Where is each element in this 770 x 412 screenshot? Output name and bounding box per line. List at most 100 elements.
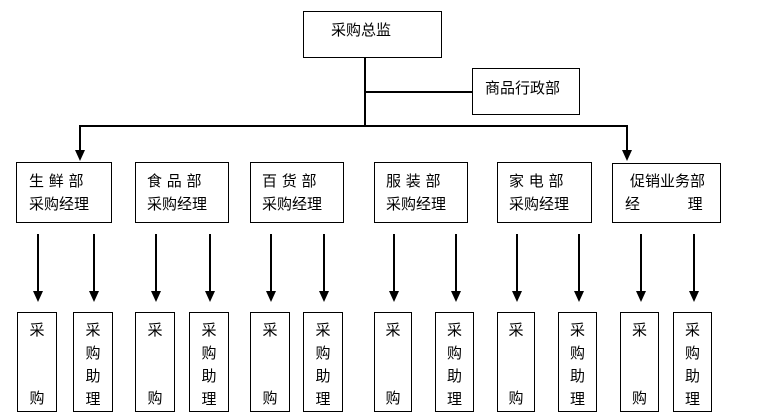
arrow-down-icon [689, 291, 699, 302]
assistant-char: 理 [201, 390, 217, 408]
staff-char: 购 [508, 389, 524, 407]
arrow-down-icon [636, 291, 646, 302]
admin-box: 商品行政部 [472, 68, 580, 115]
assistant-char: 购 [446, 344, 462, 362]
assistant-box: 采购助理 [558, 312, 597, 412]
arrow-down-icon [75, 150, 85, 161]
assistant-char: 理 [446, 390, 462, 408]
staff-char: 采 [147, 321, 163, 339]
right-drop-line [626, 125, 628, 151]
dept-name: 生 鲜 部 [29, 172, 84, 190]
connector-line [323, 234, 325, 292]
assistant-char: 理 [569, 390, 585, 408]
admin-connector [364, 91, 473, 93]
assistant-char: 助 [446, 367, 462, 385]
connector-line [516, 234, 518, 292]
assistant-char: 采 [446, 321, 462, 339]
assistant-char: 助 [315, 367, 331, 385]
assistant-char: 采 [684, 321, 700, 339]
dept-role: 采购经理 [509, 195, 570, 213]
arrow-down-icon [33, 291, 43, 302]
assistant-box: 采购助理 [73, 312, 113, 412]
assistant-box: 采购助理 [189, 312, 229, 412]
dept-box-general: 百 货 部 采购经理 [250, 162, 344, 223]
connector-line [693, 234, 695, 292]
connector-line [640, 234, 642, 292]
arrow-down-icon [319, 291, 329, 302]
arrow-down-icon [266, 291, 276, 302]
staff-char: 购 [147, 389, 163, 407]
staff-char: 购 [29, 389, 45, 407]
assistant-box: 采购助理 [673, 312, 712, 412]
left-drop-line [79, 125, 81, 151]
dept-name: 百 货 部 [262, 172, 317, 190]
arrow-down-icon [151, 291, 161, 302]
assistant-box: 采购助理 [435, 312, 474, 412]
assistant-char: 采 [85, 321, 101, 339]
assistant-char: 助 [684, 367, 700, 385]
director-box: 采购总监 [303, 11, 442, 58]
dept-box-promotion: 促销业务部 经 理 [612, 163, 721, 223]
assistant-char: 理 [684, 390, 700, 408]
assistant-char: 助 [85, 367, 101, 385]
staff-char: 购 [262, 389, 278, 407]
arrow-down-icon [89, 291, 99, 302]
staff-char: 采 [29, 321, 45, 339]
staff-char: 采 [262, 321, 278, 339]
assistant-char: 理 [85, 390, 101, 408]
arrow-down-icon [389, 291, 399, 302]
dept-name: 家 电 部 [509, 172, 564, 190]
staff-box: 采购 [374, 312, 412, 412]
connector-line [209, 234, 211, 292]
staff-char: 购 [631, 389, 647, 407]
dept-name: 促销业务部 [630, 172, 706, 190]
dept-role: 采购经理 [29, 195, 90, 213]
dept-box-appliance: 家 电 部 采购经理 [497, 162, 592, 223]
arrow-down-icon [622, 150, 632, 161]
assistant-char: 采 [315, 321, 331, 339]
dept-role: 采购经理 [386, 195, 447, 213]
bus-line [79, 125, 627, 127]
assistant-char: 助 [201, 367, 217, 385]
arrow-down-icon [512, 291, 522, 302]
staff-char: 采 [385, 321, 401, 339]
staff-char: 采 [508, 321, 524, 339]
dept-role: 采购经理 [147, 195, 208, 213]
staff-char: 采 [631, 321, 647, 339]
dept-name: 食 品 部 [147, 172, 202, 190]
dept-role: 采购经理 [262, 195, 323, 213]
arrow-down-icon [574, 291, 584, 302]
assistant-char: 助 [569, 367, 585, 385]
dept-box-apparel: 服 装 部 采购经理 [374, 162, 468, 223]
arrow-down-icon [451, 291, 461, 302]
staff-box: 采购 [250, 312, 290, 412]
director-label: 采购总监 [331, 21, 392, 39]
staff-box: 采购 [497, 312, 535, 412]
connector-line [155, 234, 157, 292]
dept-role: 经 理 [625, 195, 703, 213]
arrow-down-icon [205, 291, 215, 302]
connector-line [578, 234, 580, 292]
assistant-box: 采购助理 [303, 312, 343, 412]
assistant-char: 采 [201, 321, 217, 339]
connector-line [93, 234, 95, 292]
connector-line [37, 234, 39, 292]
assistant-char: 采 [569, 321, 585, 339]
assistant-char: 理 [315, 390, 331, 408]
admin-label: 商品行政部 [485, 79, 561, 97]
dept-box-food: 食 品 部 采购经理 [135, 162, 229, 223]
assistant-char: 购 [85, 344, 101, 362]
connector-line [455, 234, 457, 292]
staff-box: 采购 [17, 312, 57, 412]
assistant-char: 购 [315, 344, 331, 362]
assistant-char: 购 [684, 344, 700, 362]
connector-line [270, 234, 272, 292]
dept-name: 服 装 部 [386, 172, 441, 190]
dept-box-fresh: 生 鲜 部 采购经理 [16, 162, 112, 223]
staff-box: 采购 [135, 312, 175, 412]
connector-line [393, 234, 395, 292]
staff-char: 购 [385, 389, 401, 407]
assistant-char: 购 [569, 344, 585, 362]
assistant-char: 购 [201, 344, 217, 362]
staff-box: 采购 [620, 312, 659, 412]
